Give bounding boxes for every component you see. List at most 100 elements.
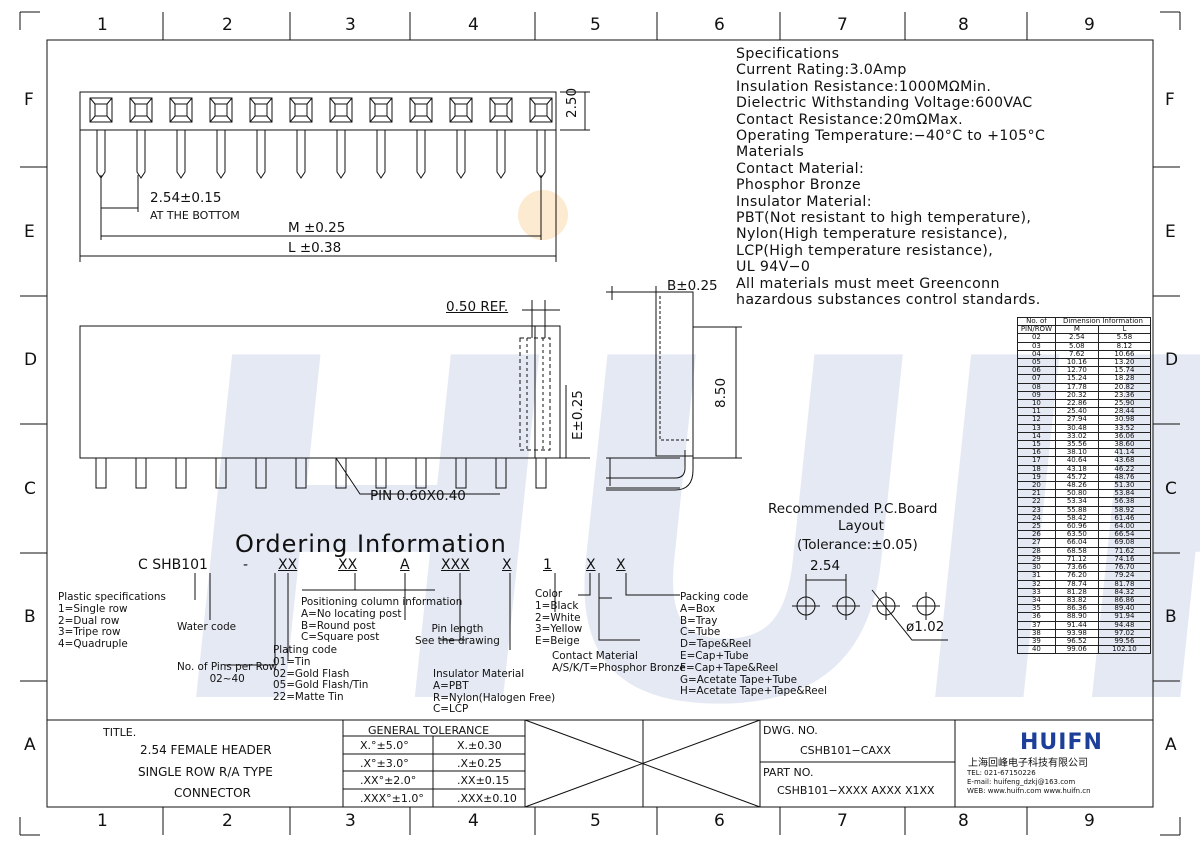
pcb-title-1: Recommended P.C.Board	[768, 501, 938, 517]
ordering-line: H=Acetate Tape+Tape&Reel	[680, 685, 827, 698]
top-slot-inner	[534, 103, 548, 117]
ordering-line: A=PBT	[433, 679, 469, 692]
ordering-line: 3=Tripe row	[58, 626, 121, 639]
spec-line: Phosphor Bronze	[736, 177, 861, 194]
grid-col-6-bottom: 6	[714, 811, 725, 831]
company-logo: HUIFN	[1020, 730, 1103, 755]
top-slot	[169, 97, 193, 123]
pcb-title-3: (Tolerance:±0.05)	[797, 537, 918, 553]
top-slot	[129, 97, 153, 123]
top-slot-inner	[374, 103, 388, 117]
pcb-title-2: Layout	[838, 518, 884, 534]
spec-line: Insulator Material:	[736, 193, 872, 210]
grid-col-1-top: 1	[97, 15, 108, 35]
top-pin	[456, 130, 466, 179]
spec-line: LCP(High temperature resistance),	[736, 242, 994, 259]
top-pin	[96, 130, 106, 179]
top-slot-inner	[134, 103, 148, 117]
top-slot	[249, 97, 273, 123]
ordering-line: Positioning column information	[301, 596, 463, 608]
top-slot	[449, 97, 473, 123]
side-profile	[655, 291, 694, 457]
ordering-line: Pin length	[431, 623, 484, 635]
top-slot-inner	[454, 103, 468, 117]
company-tel: TEL: 021-67150226	[967, 769, 1036, 777]
top-slot-inner	[174, 103, 188, 117]
ordering-line: 2=Dual row	[58, 614, 120, 627]
top-pin	[256, 130, 266, 179]
top-slot	[329, 97, 353, 123]
grid-col-4-bottom: 4	[468, 811, 479, 831]
top-slot	[89, 97, 113, 123]
ordering-line: A=No locating post	[301, 607, 402, 620]
grid-col-6-top: 6	[714, 15, 725, 35]
grid-row-d-left: D	[24, 350, 38, 370]
ordering-line: Plating code	[273, 644, 338, 656]
spec-line: All materials must meet Greenconn	[736, 275, 1000, 292]
grid-row-c-left: C	[24, 479, 36, 499]
title-line-1: 2.54 FEMALE HEADER	[140, 743, 272, 757]
side-pin	[175, 457, 187, 489]
ordering-line: 02~40	[209, 672, 245, 685]
ordering-line: Color	[535, 588, 563, 600]
ordering-line: 1=Black	[535, 599, 579, 612]
tolerance-header: GENERAL TOLERANCE	[368, 724, 490, 737]
top-pin	[296, 130, 306, 179]
grid-col-5-bottom: 5	[590, 811, 601, 831]
spec-line: Contact Resistance:20mΩMax.	[736, 111, 963, 128]
side-pin	[415, 457, 427, 489]
ordering-water: Water code	[177, 621, 237, 633]
ordering-line: 3=Yellow	[535, 623, 583, 636]
part-label: PART NO.	[763, 766, 814, 779]
top-slot-inner	[214, 103, 228, 117]
grid-col-2-top: 2	[222, 15, 233, 35]
spec-line: Specifications	[736, 46, 840, 62]
grid-col-9-bottom: 9	[1084, 811, 1095, 831]
ordering-line: C=LCP	[433, 703, 469, 716]
dim-e: E±0.25	[570, 390, 586, 440]
ordering-line: G=Acetate Tape+Tube	[680, 673, 798, 686]
grid-col-2-bottom: 2	[222, 811, 233, 831]
grid-col-7-top: 7	[837, 15, 848, 35]
tolerance-cell: .XXX±0.10	[457, 791, 517, 805]
part-number: CSHB101−XXXX AXXX X1XX	[777, 784, 935, 797]
tolerance-cell: .XXX°±1.0°	[360, 791, 424, 805]
grid-row-c-right: C	[1165, 479, 1177, 499]
ordering-line: E=Cap+Tube	[680, 649, 749, 662]
dwg-number: CSHB101−CAXX	[800, 744, 891, 757]
top-slot	[289, 97, 313, 123]
tolerance-cell: .X°±3.0°	[360, 756, 409, 770]
side-pin	[535, 457, 547, 489]
grid-col-8-top: 8	[958, 15, 969, 35]
ordering-line: Insulator Material	[433, 668, 525, 680]
code-part: XX	[338, 557, 358, 573]
ordering-line: B=Round post	[301, 619, 376, 632]
code-part: X	[586, 557, 596, 573]
header-top-view	[79, 91, 557, 131]
spec-line: PBT(Not resistant to high temperature),	[736, 210, 1032, 226]
side-pin	[335, 457, 347, 489]
top-pin	[216, 130, 226, 179]
top-slot	[529, 97, 553, 123]
code-part: -	[243, 557, 249, 573]
spec-line: Dielectric Withstanding Voltage:600VAC	[736, 95, 1033, 112]
top-pin	[336, 130, 346, 179]
inner-frame	[46, 39, 1154, 808]
spec-line: Current Rating:3.0Amp	[736, 62, 907, 79]
ordering-line: A=Box	[680, 602, 716, 615]
spec-line: Materials	[736, 144, 805, 161]
